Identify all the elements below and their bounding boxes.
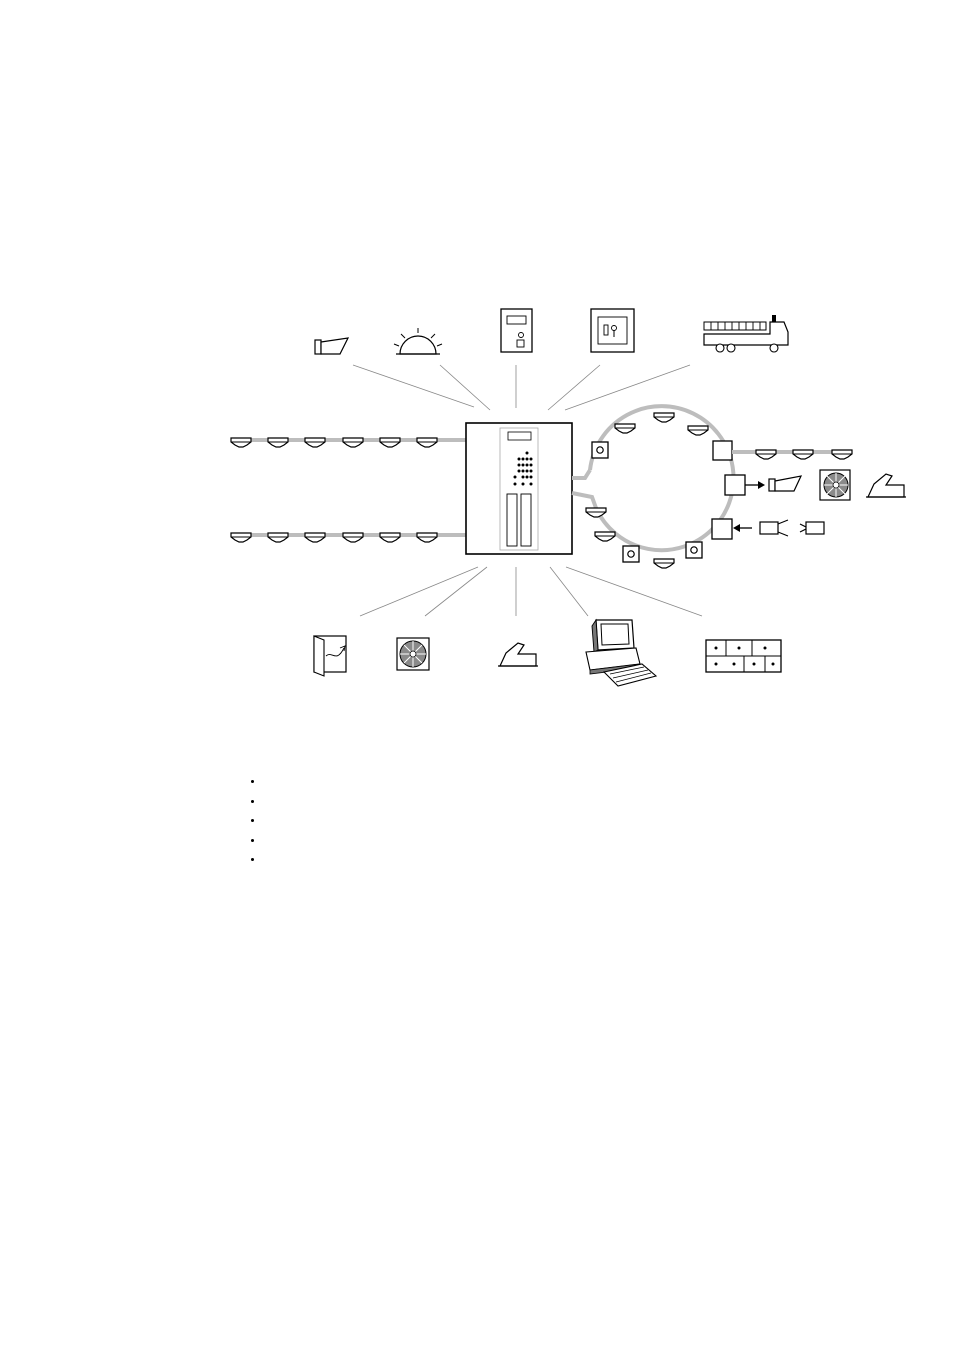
door-icon [314,636,346,676]
sprinkler-icon [498,643,538,666]
input-arrow [733,524,752,532]
bullet-icon [251,800,254,803]
bullet-icon [251,839,254,842]
bullet-icon [251,780,254,783]
beacon-icon [394,328,442,354]
control-panel [466,423,572,554]
ring-branch-detectors [732,450,852,459]
key-switch-icon [591,309,634,352]
output-arrow [745,481,765,489]
sounder-icon [769,476,801,491]
list-item [248,831,254,851]
sounder-icon [315,338,348,354]
fire-truck-icon [704,315,788,352]
ring-loop [572,406,745,568]
fan-icon [820,470,850,500]
contact-icon [760,520,824,536]
bullet-list [248,772,254,870]
floor-plan-icon [706,640,781,672]
loop-lower [231,533,467,542]
sprinkler-icon [866,474,906,497]
list-item [248,850,254,870]
loop-upper [231,438,467,447]
fan-icon [397,638,429,670]
bullet-icon [251,858,254,861]
repeater-panel-icon [501,309,532,352]
computer-icon [586,620,656,686]
list-item [248,772,254,792]
bullet-icon [251,819,254,822]
list-item [248,811,254,831]
list-item [248,792,254,812]
